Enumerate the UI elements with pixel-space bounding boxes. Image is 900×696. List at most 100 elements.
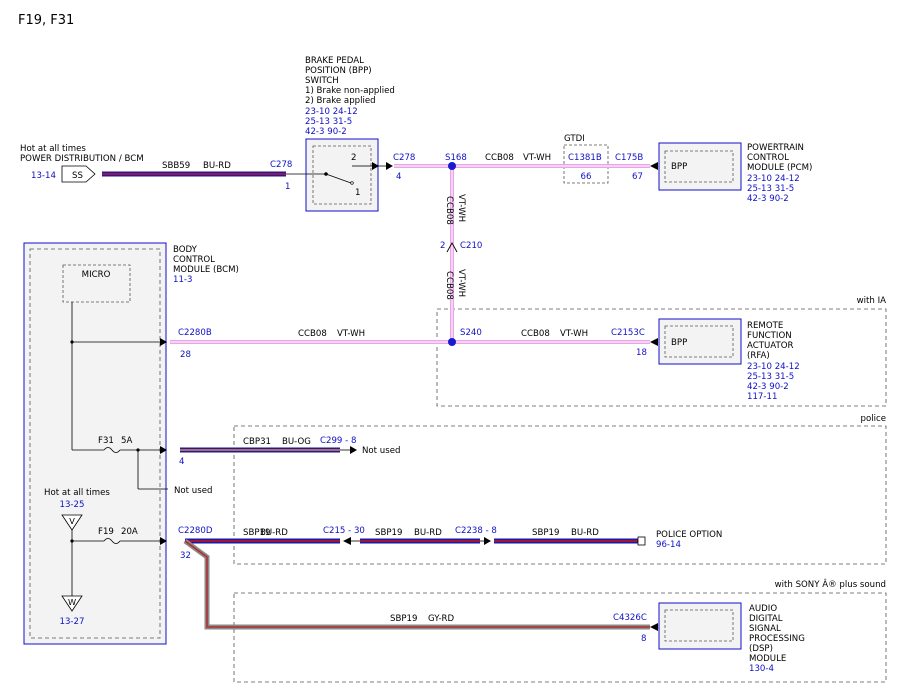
pcm-ref-2[interactable]: 25-13 31-5 [747,184,794,194]
not-used-2: Not used [174,486,212,496]
rfa-ref-3[interactable]: 42-3 90-2 [747,382,789,392]
police-option-terminal [637,536,646,546]
wire-sbp19-gy-rd[interactable] [183,538,650,630]
pcm-title-3: MODULE (PCM) [747,163,812,173]
bpp-title-3: SWITCH [305,76,339,86]
micro-label: MICRO [82,270,111,280]
pcm-title-1: POWERTRAIN [747,143,804,153]
cbp31-circuit: CBP31 [243,437,271,447]
sbp19-a-color: BU-RD [260,528,288,538]
splice-s240-label: S240 [460,328,482,338]
c175b-connector[interactable]: C175B [615,153,643,163]
dsp-title-5: (DSP) [749,644,773,654]
bpp-switch-blade [325,173,352,184]
ccb08-top-color: VT-WH [523,153,551,163]
pcm-inner-bpp: BPP [671,162,687,172]
bpp-ref-1[interactable]: 23-10 24-12 [305,107,358,117]
pcm-ref-3[interactable]: 42-3 90-2 [747,194,789,204]
c278-right-pin: 4 [396,172,401,182]
c210-pin: 2 [440,241,445,251]
bpp-ref-3[interactable]: 42-3 90-2 [305,127,347,137]
bcm-module[interactable] [23,242,167,645]
police-option-ref[interactable]: 96-14 [656,540,681,550]
w-symbol-label: W [68,597,76,607]
sbp19-c-circuit: SBP19 [532,528,559,538]
vertical-lower-circuit: CCB08 [444,271,454,300]
rfa-module[interactable] [658,318,742,365]
bpp-title-1: BRAKE PEDAL [305,56,364,66]
ccb08-mid-left-circuit: CCB08 [298,329,327,339]
police-option-label: POLICE OPTION [656,530,722,540]
sbb59-circuit: SBB59 [162,161,190,171]
rfa-ref-1[interactable]: 23-10 24-12 [747,362,800,372]
sbb59-color: BU-RD [203,161,231,171]
v-symbol [61,514,83,531]
rfa-title-1: REMOTE [747,321,783,331]
section-police-box [233,425,887,565]
ccb08-mid-right-color: VT-WH [560,329,588,339]
c278-left-connector[interactable]: C278 [270,160,292,170]
vertical-upper-circuit: CCB08 [444,196,454,225]
ccb08-mid-left-color: VT-WH [337,329,365,339]
power-source-line2: POWER DISTRIBUTION / BCM [20,154,144,164]
rfa-ref-4[interactable]: 117-11 [747,392,777,402]
w-symbol [61,595,83,612]
ccb08-top-circuit: CCB08 [485,153,514,163]
c2280d-connector[interactable]: C2280D [178,526,213,536]
c2280b-connector[interactable]: C2280B [178,328,212,338]
dsp-title-3: SIGNAL [749,624,781,634]
pcm-title-2: CONTROL [747,153,789,163]
splice-s168[interactable] [448,162,456,170]
bcm-ref-link[interactable]: 11-3 [173,275,193,285]
c299-connector[interactable]: C299 - 8 [320,436,356,446]
diagram-title: F19, F31 [18,13,74,28]
cbp31-pin: 4 [179,457,184,467]
c278-right-connector[interactable]: C278 [393,153,415,163]
vertical-upper-color: VT-WH [456,194,466,222]
power-source-line1: Hot at all times [20,144,86,154]
bpp-title-5: 2) Brake applied [305,96,376,106]
dsp-title-6: MODULE [749,654,786,664]
bpp-ref-2[interactable]: 25-13 31-5 [305,117,352,127]
splice-s240[interactable] [448,338,456,346]
section-sony-label: with SONY Â® plus sound [775,578,886,590]
section-police-label: police [860,414,886,424]
section-with-ia-label: with IA [857,296,886,306]
bcm-title-2: CONTROL [173,255,215,265]
fuse-f19-rating: 20A [121,527,138,537]
rfa-title-3: ACTUATOR [747,341,793,351]
hot-internal-ref-bottom[interactable]: 13-27 [60,617,85,627]
fuse-f31-rating: 5A [121,436,132,446]
pcm-ref-1[interactable]: 23-10 24-12 [747,174,800,184]
c1381b-connector[interactable]: C1381B [568,153,602,163]
sbp19-b-circuit: SBP19 [375,528,402,538]
rfa-title-4: (RFA) [747,351,770,361]
c215-connector[interactable]: C215 - 30 [323,526,365,536]
bpp-switch-module[interactable] [305,138,379,212]
c175b-pin: 67 [632,172,643,182]
rfa-ref-2[interactable]: 25-13 31-5 [747,372,794,382]
sbp19-gy-color: GY-RD [428,614,455,624]
c4326c-connector[interactable]: C4326C [613,613,647,623]
hot-internal-label: Hot at all times [44,488,110,498]
c2153c-pin: 18 [636,348,647,358]
hot-internal-ref-top[interactable]: 13-25 [60,500,85,510]
bcm-inner-box [29,248,161,639]
c2153c-connector[interactable]: C2153C [611,328,645,338]
gtdi-label: GTDI [564,134,585,144]
bpp-title-2: POSITION (BPP) [305,66,372,76]
c2238-connector[interactable]: C2238 - 8 [455,526,497,536]
ss-symbol-label: SS [72,171,83,181]
c278-left-pin: 1 [285,182,290,192]
power-source-ref[interactable]: 13-14 [31,171,56,181]
bpp-title-4: 1) Brake non-applied [305,86,395,96]
micro-box [62,264,131,303]
c210-connector[interactable]: C210 [460,241,482,251]
dsp-ref[interactable]: 130-4 [749,664,774,674]
v-symbol-label: V [69,516,75,526]
c2280d-pin: 32 [180,551,191,561]
sbp19-b-color: BU-RD [414,528,442,538]
not-used-1: Not used [362,446,400,456]
fuse-f31-name: F31 [98,436,114,446]
dsp-title-2: DIGITAL [749,614,783,624]
